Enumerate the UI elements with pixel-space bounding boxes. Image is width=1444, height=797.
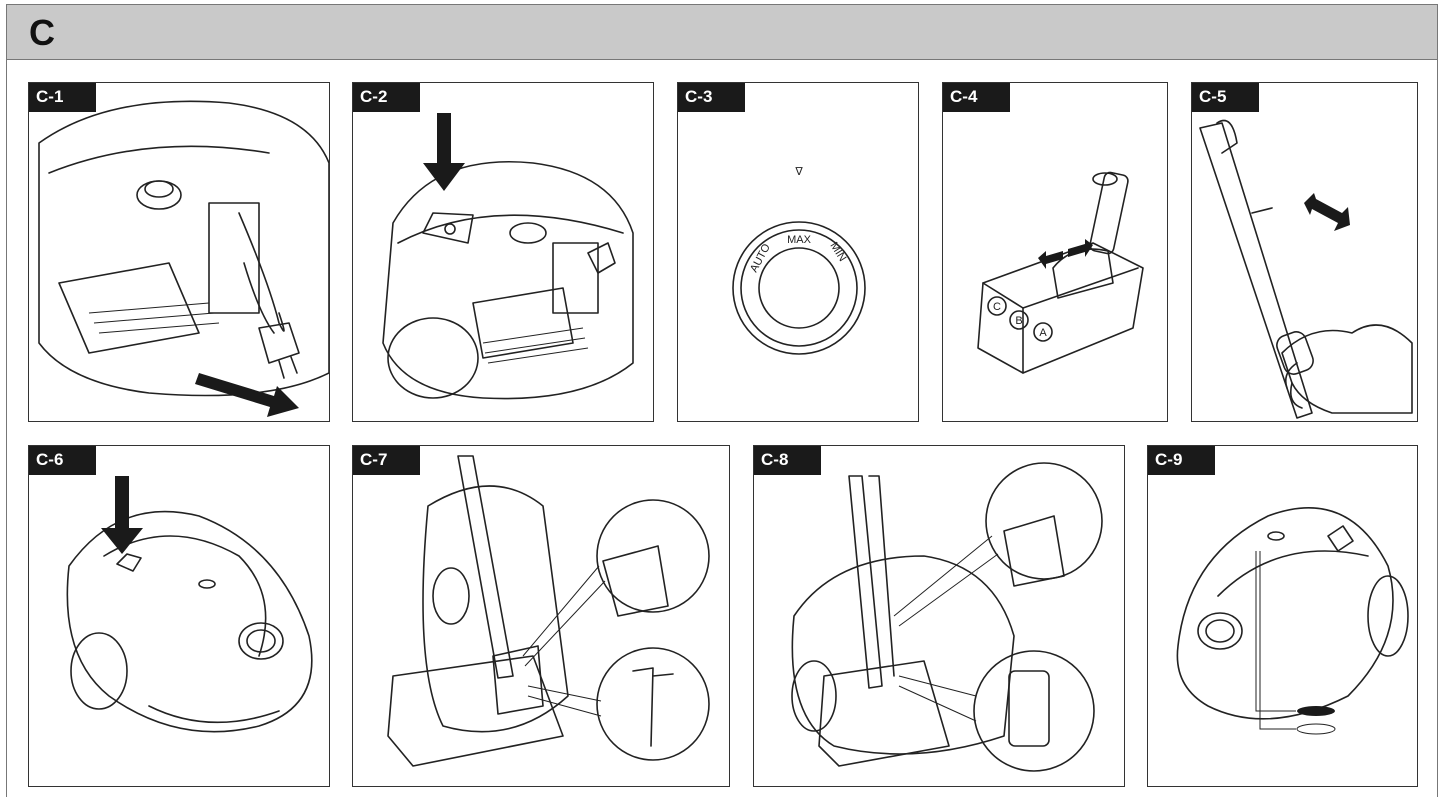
power-dial-illustration: ∇ AUTO MAX MIN (732, 166, 866, 355)
panel-c2: C-2 (352, 82, 654, 422)
panel-c8: C-8 (753, 445, 1125, 787)
panel-c6: C-6 (28, 445, 330, 787)
brush-position-c: C (993, 301, 1001, 313)
indicator-empty-icon (1296, 723, 1336, 735)
panel-c9: C-9 (1147, 445, 1418, 787)
panel-label: C-4 (943, 83, 1010, 112)
brush-position-b: B (1015, 315, 1022, 327)
horizontal-parking-illustration (791, 462, 1103, 772)
vacuum-top-button-illustration (66, 476, 313, 733)
dial-label-min: MIN (827, 240, 848, 264)
brush-position-a: A (1039, 327, 1047, 339)
dial-label-auto: AUTO (748, 242, 773, 275)
floor-brush-selector-illustration: C B A (977, 171, 1144, 374)
section-header: C (6, 4, 1438, 60)
telescopic-tube-illustration (1199, 119, 1413, 419)
frame-left-border (6, 60, 7, 797)
panel-label: C-1 (29, 83, 96, 112)
filter-indicator-illustration (1176, 507, 1409, 735)
panel-label: C-5 (1192, 83, 1259, 112)
panel-label: C-2 (353, 83, 420, 112)
panel-c1: C-1 (28, 82, 330, 422)
frame-right-border (1437, 60, 1438, 797)
panel-c3: ∇ AUTO MAX MIN C-3 (677, 82, 919, 422)
panel-c7: C-7 (352, 445, 730, 787)
panel-label: C-7 (353, 446, 420, 475)
panel-label: C-8 (754, 446, 821, 475)
dial-label-max: MAX (787, 234, 812, 246)
dial-indicator-icon: ∇ (794, 166, 803, 178)
panel-label: C-6 (29, 446, 96, 475)
vacuum-rear-cord-illustration (38, 100, 329, 417)
panel-c4: C B A C-4 (942, 82, 1168, 422)
panel-label: C-3 (678, 83, 745, 112)
vacuum-button-press-illustration (382, 113, 634, 400)
panel-c5: C-5 (1191, 82, 1418, 422)
upright-parking-illustration (387, 455, 710, 767)
indicator-full-icon (1297, 706, 1335, 716)
section-title: C (29, 12, 55, 53)
panel-label: C-9 (1148, 446, 1215, 475)
